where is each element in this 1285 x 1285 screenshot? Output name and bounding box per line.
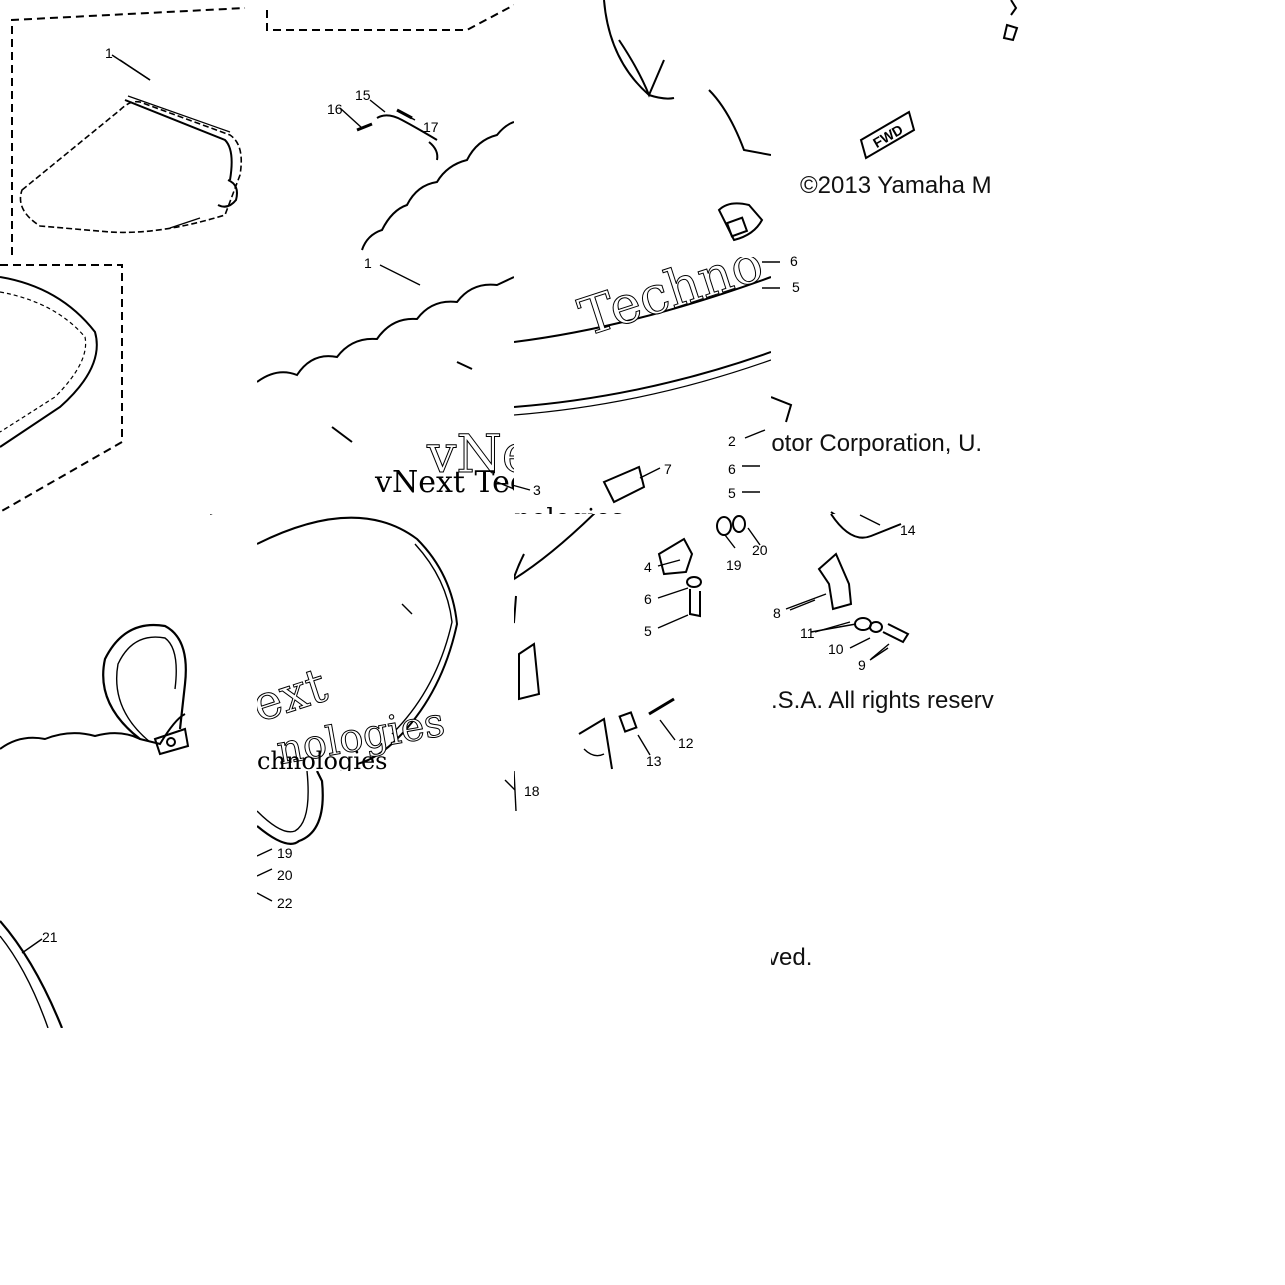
cover-mid-drawing: vNe vNext Tec	[257, 276, 514, 500]
callout-number: 18	[524, 783, 540, 799]
callout-number: 16	[327, 101, 343, 117]
callout-number: 8	[773, 605, 781, 621]
copyright-line-3: .S.A. All rights reserv	[771, 687, 994, 714]
tile-seat-lower	[0, 514, 257, 771]
tile-hardware-mid: Techno nologies	[514, 257, 771, 514]
seat-left-drawing	[0, 264, 123, 513]
seat-lower-drawing	[0, 514, 213, 756]
callout-number: 12	[678, 735, 694, 751]
shell-drawing	[603, 0, 771, 242]
seat-drawing	[11, 7, 246, 255]
callout-number: 4	[644, 559, 652, 575]
tile-copyright-2: lotor Corporation, U.	[771, 257, 1028, 514]
callout-number: 13	[646, 753, 662, 769]
copyright-line-2: lotor Corporation, U.	[771, 430, 983, 457]
callout-number: 19	[726, 557, 742, 573]
callout-number: 11	[800, 625, 815, 641]
fwd-drawing: FWD	[859, 0, 1019, 160]
watermark-text: chnologies	[257, 747, 388, 771]
hardware-lower-drawing	[514, 514, 746, 770]
tile-cover-top	[257, 0, 514, 257]
tile-shell-top	[514, 0, 771, 257]
tile-copyright-4: ved.	[771, 771, 1028, 1028]
callout-number: 2	[728, 433, 736, 449]
callout-number: 22	[277, 895, 293, 911]
watermark-text: vNext Tec	[374, 465, 514, 500]
tile-cover-mid: vNe vNext Tec	[257, 257, 514, 514]
hardware-bottom-drawing	[514, 771, 517, 812]
tile-seat-top-left	[0, 0, 257, 257]
callout-number: 9	[858, 657, 866, 673]
bracket-lower-drawing	[785, 514, 910, 660]
bracket-drawing	[771, 396, 836, 514]
tile-strap-end	[257, 771, 514, 1028]
tile-seat-left	[0, 257, 257, 514]
callout-number: 1	[364, 255, 372, 271]
callout-number: 7	[664, 461, 672, 477]
callout-number: 5	[792, 279, 800, 295]
watermark-text: vNe	[426, 425, 514, 485]
callout-number: 5	[644, 623, 652, 639]
hardware-drawing: Techno nologies	[514, 257, 771, 514]
tile-cover-end: ext nologies chnologies	[257, 514, 514, 771]
callout-number: 17	[423, 119, 439, 135]
copyright-line-1: ©2013 Yamaha M	[800, 172, 992, 199]
callout-number: 15	[355, 87, 371, 103]
callout-number: 1	[105, 45, 113, 61]
callout-number: 3	[533, 482, 541, 498]
strap-end-drawing	[257, 771, 324, 902]
callout-number: 6	[728, 461, 736, 477]
tile-ring	[0, 771, 257, 1028]
watermark-text: ext	[257, 657, 334, 733]
callout-number: 20	[277, 867, 293, 883]
tile-hardware-lower	[514, 514, 771, 771]
tile-hardware-bottom	[514, 771, 771, 1028]
tile-copyright-3: .S.A. All rights reserv	[771, 514, 1028, 771]
callout-number: 19	[277, 845, 293, 861]
copyright-line-4: ved.	[771, 944, 813, 971]
callout-number: 21	[42, 929, 58, 945]
callout-number: 6	[790, 253, 798, 269]
tile-fwd: FWD ©2013 Yamaha M	[771, 0, 1028, 257]
callout-number: 10	[828, 641, 844, 657]
callout-number: 5	[728, 485, 736, 501]
watermark-text: nologies	[514, 504, 624, 514]
callout-number: 14	[900, 522, 916, 538]
ring-drawing	[0, 920, 64, 1028]
callout-number: 6	[644, 591, 652, 607]
cover-end-drawing: ext nologies chnologies	[257, 516, 459, 771]
callout-number: 20	[752, 542, 768, 558]
